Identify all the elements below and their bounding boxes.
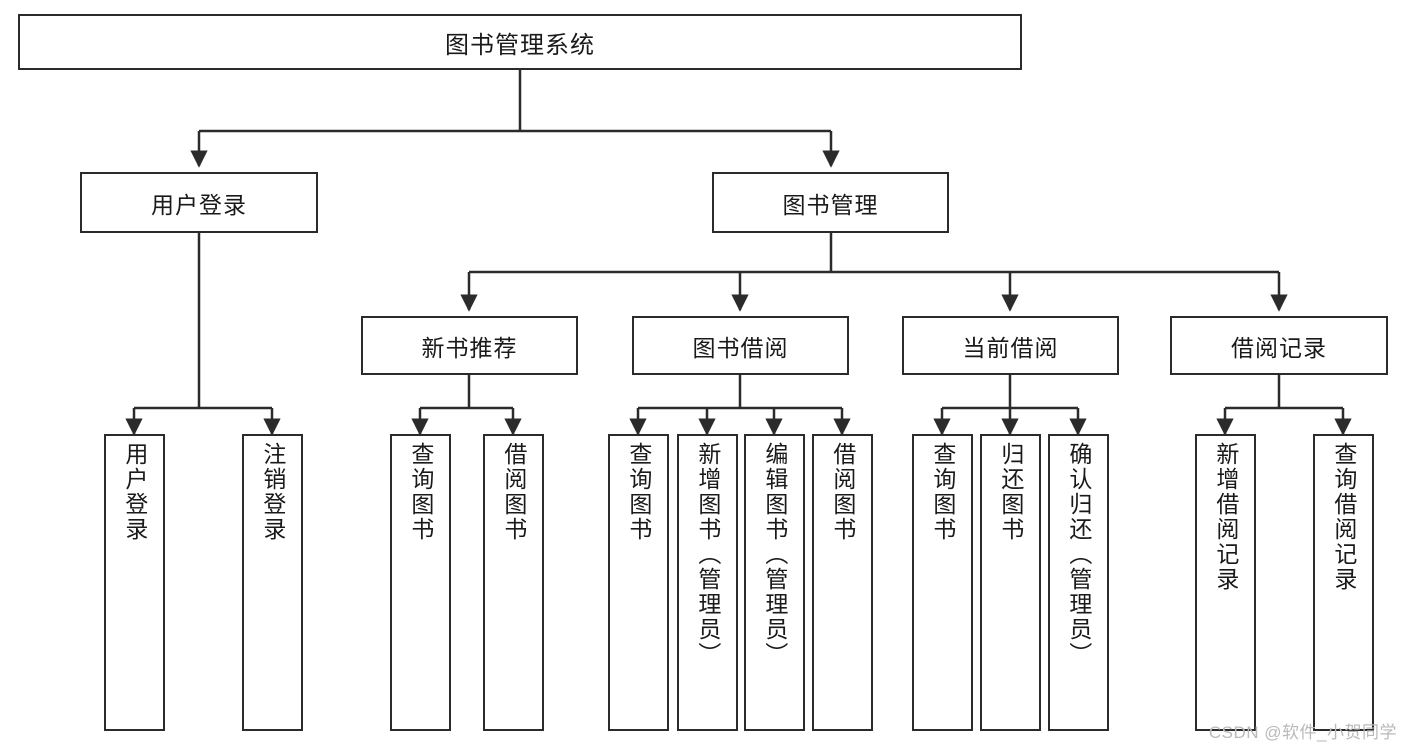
node-user-login[interactable]: 用户登录	[80, 172, 318, 233]
node-label: 借阅记录	[1231, 334, 1327, 361]
node-label: 确认归还（管理员）	[1065, 442, 1092, 667]
leaf-add-borrow-record[interactable]: 新增借阅记录	[1195, 434, 1256, 731]
leaf-borrow-book-borrow[interactable]: 借阅图书	[812, 434, 873, 731]
node-label: 编辑图书（管理员）	[761, 442, 788, 667]
node-label: 新书推荐	[421, 334, 518, 361]
node-label: 查询图书	[407, 442, 434, 542]
leaf-user-login[interactable]: 用户登录	[104, 434, 165, 731]
node-label: 查询借阅记录	[1330, 442, 1357, 592]
leaf-add-book-admin[interactable]: 新增图书（管理员）	[677, 434, 738, 731]
node-label: 查询图书	[625, 442, 652, 542]
node-label: 图书管理系统	[445, 31, 595, 59]
node-label: 当前借阅	[962, 334, 1059, 361]
node-label: 图书管理	[782, 191, 879, 218]
node-label: 新增图书（管理员）	[694, 442, 721, 667]
leaf-edit-book-admin[interactable]: 编辑图书（管理员）	[744, 434, 805, 731]
node-label: 查询图书	[929, 442, 956, 542]
leaf-query-book-recommend[interactable]: 查询图书	[390, 434, 451, 731]
leaf-confirm-return-admin[interactable]: 确认归还（管理员）	[1048, 434, 1109, 731]
node-book-borrow[interactable]: 图书借阅	[632, 316, 849, 375]
leaf-logout[interactable]: 注销登录	[242, 434, 303, 731]
node-label: 借阅图书	[500, 442, 527, 542]
csdn-watermark: CSDN @软件_小贺同学	[1208, 723, 1397, 742]
node-label: 新增借阅记录	[1212, 442, 1239, 592]
leaf-return-book[interactable]: 归还图书	[980, 434, 1041, 731]
leaf-query-book-borrow[interactable]: 查询图书	[608, 434, 669, 731]
node-label: 注销登录	[259, 442, 286, 542]
node-borrow-record[interactable]: 借阅记录	[1170, 316, 1388, 375]
node-new-book-recommend[interactable]: 新书推荐	[361, 316, 578, 375]
node-label: 归还图书	[997, 442, 1024, 542]
node-book-management[interactable]: 图书管理	[712, 172, 949, 233]
node-root-library-system[interactable]: 图书管理系统	[18, 14, 1022, 70]
node-label: 用户登录	[151, 191, 247, 218]
leaf-query-borrow-record[interactable]: 查询借阅记录	[1313, 434, 1374, 731]
leaf-query-book-current[interactable]: 查询图书	[912, 434, 973, 731]
node-label: 借阅图书	[829, 442, 856, 542]
node-current-borrow[interactable]: 当前借阅	[902, 316, 1119, 375]
node-label: 用户登录	[121, 442, 148, 542]
node-label: 图书借阅	[692, 334, 789, 361]
leaf-borrow-book-recommend[interactable]: 借阅图书	[483, 434, 544, 731]
